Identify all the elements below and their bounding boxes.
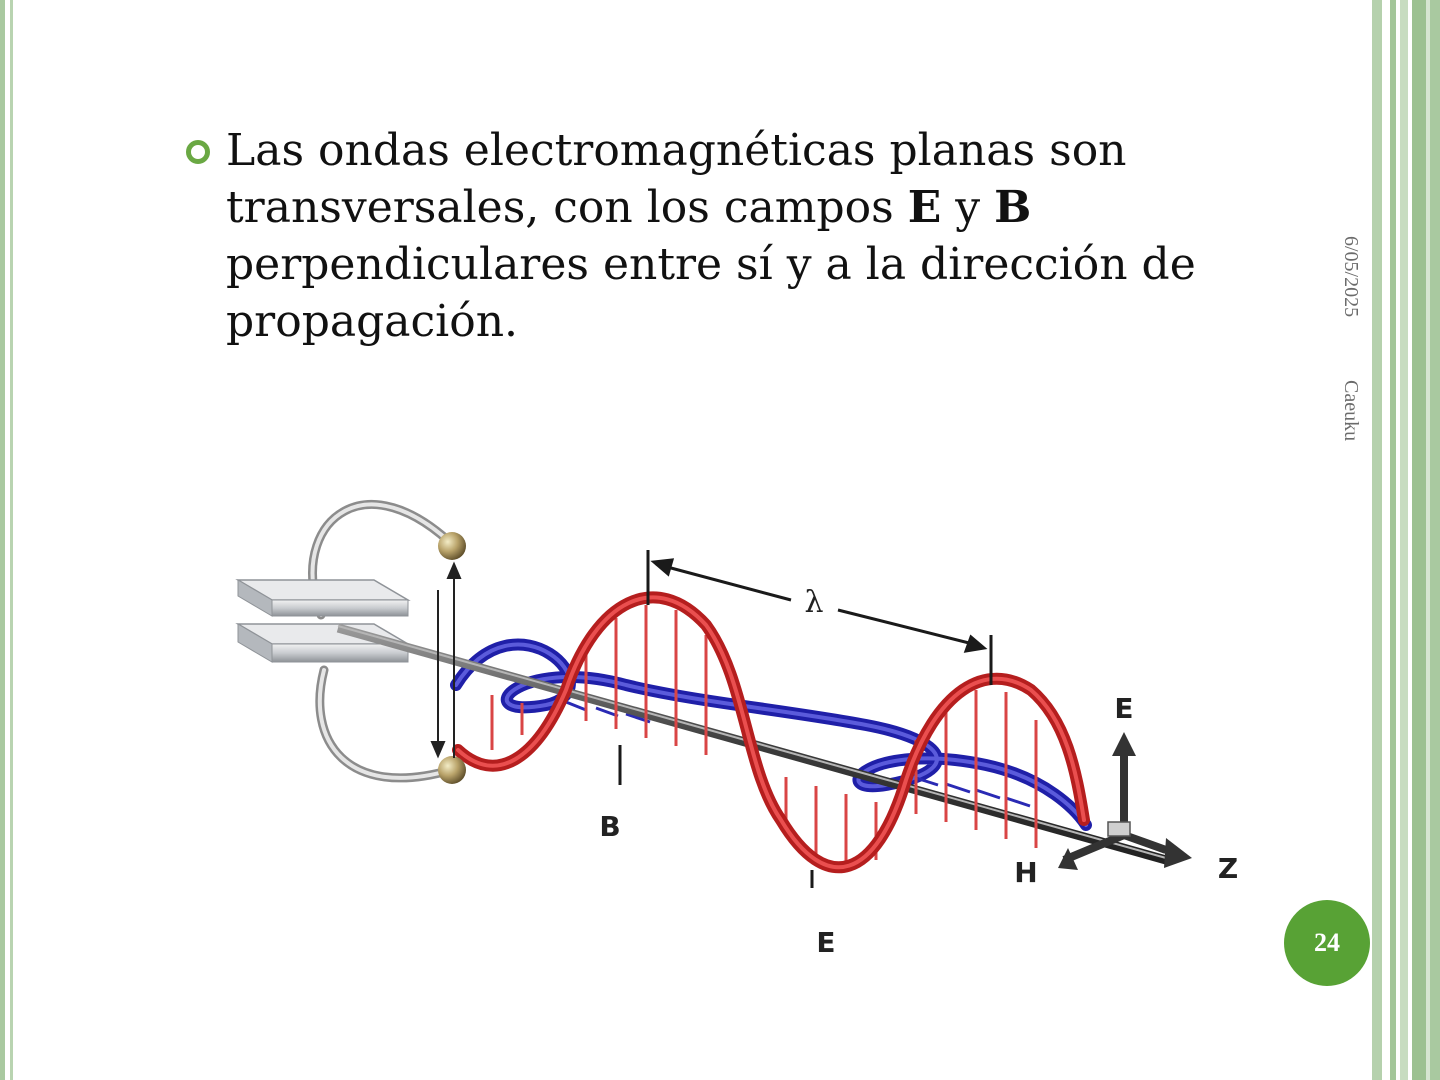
- charge-ball-top: [438, 532, 466, 560]
- bullet-text-part2: y: [941, 182, 995, 233]
- coordinate-axes: [1058, 732, 1192, 870]
- lambda-label: λ: [804, 585, 823, 620]
- left-border: [0, 0, 5, 1080]
- side-author: Caeuku: [1340, 380, 1362, 442]
- page-number-badge: 24: [1284, 900, 1370, 986]
- wavelength-marker: [646, 550, 993, 685]
- bullet-text-bold-e: E: [907, 182, 942, 233]
- e-field-wave: [452, 591, 1090, 874]
- bullet-text-part3: perpendiculares entre sí y a la direcció…: [226, 239, 1196, 347]
- bullet-text-bold-b: B: [994, 182, 1032, 233]
- charge-ball-bottom: [438, 756, 466, 784]
- side-date: 6/05/2025: [1340, 236, 1362, 318]
- right-decorative-stripes: [1372, 0, 1440, 1080]
- b-field-label: B: [599, 810, 620, 843]
- bullet-text: Las ondas electromagnéticas planas son t…: [226, 122, 1236, 350]
- axis-e-label: E: [1114, 692, 1133, 725]
- axis-z-label: Z: [1218, 852, 1238, 885]
- page-number: 24: [1314, 928, 1340, 957]
- em-wave-diagram: λ B E E H Z: [235, 500, 1238, 959]
- axis-h-label: H: [1014, 856, 1037, 889]
- oscillation-arrow: [430, 561, 462, 759]
- bullet-text-part1: Las ondas electromagnéticas planas son t…: [226, 125, 1127, 233]
- e-field-label: E: [816, 926, 835, 959]
- capacitor-plates: [235, 579, 411, 663]
- bullet-circle-icon: [186, 140, 210, 164]
- left-border-inner: [10, 0, 13, 1080]
